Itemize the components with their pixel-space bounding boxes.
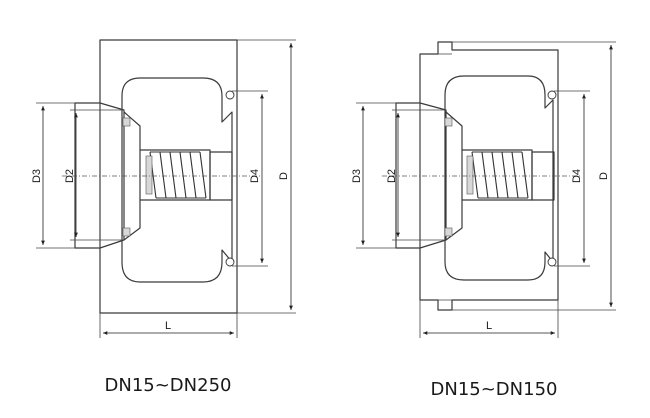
- spring: [466, 151, 529, 199]
- spring: [145, 151, 207, 199]
- pin-bottom: [225, 257, 235, 267]
- drawing-left: D3 D2 D4 D L DN15~DN250: [31, 39, 296, 396]
- dim-d3-label: D3: [31, 169, 43, 183]
- dim-l-label: L: [486, 320, 492, 332]
- valve-cavity: [121, 77, 233, 283]
- dim-d-label: D: [598, 172, 610, 180]
- dim-d4-label: D4: [249, 169, 261, 183]
- valve-cavity: [444, 75, 554, 281]
- pin-top: [547, 90, 557, 100]
- pin-top: [225, 90, 235, 100]
- valve-disc: [123, 111, 141, 241]
- valve-body-outline: [99, 39, 238, 314]
- caption-right: DN15~DN150: [431, 379, 558, 400]
- dim-d3-label: D3: [351, 169, 363, 183]
- valve-disc: [445, 111, 463, 241]
- pin-bottom: [547, 257, 557, 267]
- seat-ring: [395, 102, 447, 249]
- dim-d-label: D: [278, 172, 290, 180]
- caption-left: DN15~DN250: [105, 375, 232, 396]
- dim-d2-label: D2: [386, 169, 398, 183]
- dim-d2-label: D2: [64, 169, 76, 183]
- dim-l-label: L: [165, 320, 171, 332]
- dim-d4-label: D4: [571, 169, 583, 183]
- drawing-right: D3 D2 D4 D L DN15~DN150: [351, 41, 616, 400]
